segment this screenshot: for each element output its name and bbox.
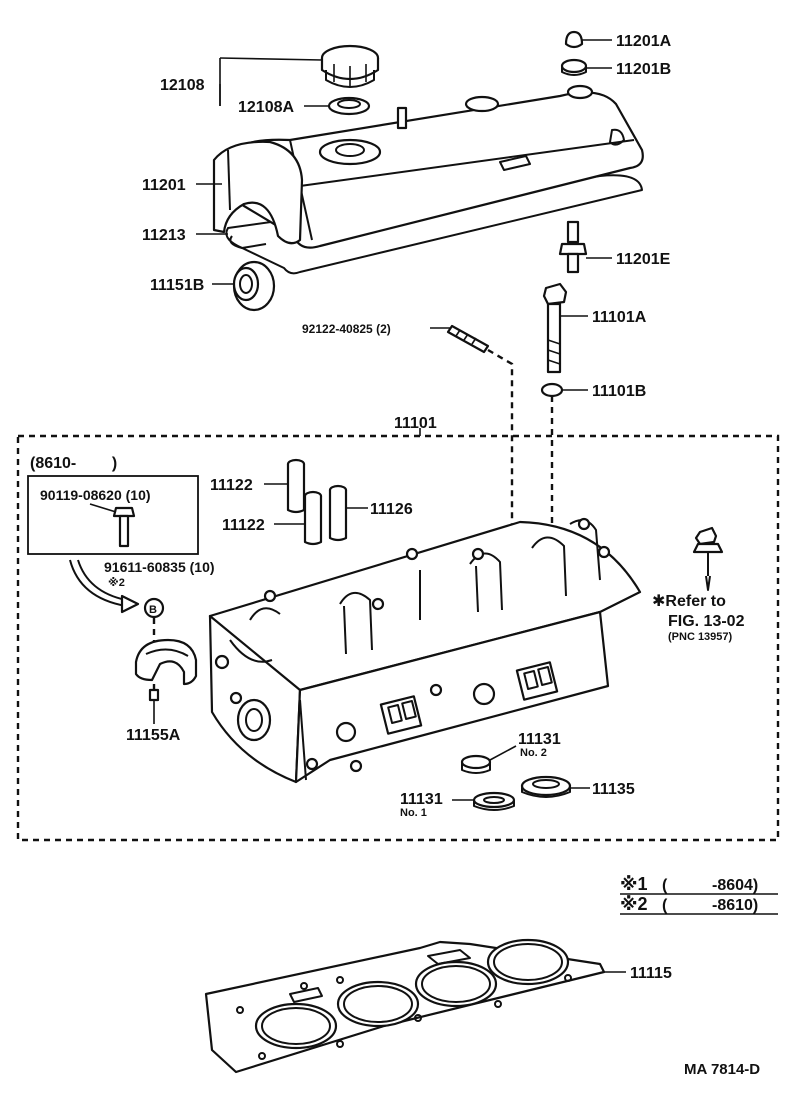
label-92122: 92122-40825 (2)	[302, 322, 391, 336]
bolt-90119	[89, 503, 136, 548]
label-12108: 12108	[160, 77, 205, 94]
svg-text:-8610): -8610)	[712, 897, 758, 914]
oil-filler-cap	[320, 44, 380, 88]
label-11101a: 11101A	[592, 309, 647, 326]
temperature-sender	[692, 526, 724, 591]
cover-grommet-11201b	[560, 58, 612, 76]
valve-guide-lower	[274, 490, 323, 546]
label-11122-lower: 11122	[222, 517, 265, 534]
svg-text:-8604): -8604)	[712, 877, 758, 894]
figure-number: MA 7814-D	[684, 1061, 760, 1078]
svg-text:※2: ※2	[620, 894, 648, 914]
label-11201b: 11201B	[616, 61, 671, 78]
label-12108a: 12108A	[238, 99, 294, 116]
cylinder-head	[208, 517, 642, 784]
label-11201a: 11201A	[616, 33, 672, 50]
label-90119: 90119-08620 (10)	[40, 487, 151, 503]
cylinder-head-cover	[212, 84, 644, 275]
svg-text:(: (	[662, 897, 668, 914]
circle-b-marker: B	[143, 597, 165, 619]
svg-text:(: (	[662, 877, 668, 894]
label-pnc-13957: (PNC 13957)	[668, 631, 733, 643]
svg-text:B: B	[149, 604, 157, 616]
label-11151b: 11151B	[150, 277, 204, 294]
note-1: ※1 ( -8604)	[620, 874, 758, 894]
label-11126: 11126	[370, 501, 413, 518]
cylinder-head-bolt-washer	[540, 382, 588, 398]
inset-box	[27, 475, 199, 555]
valve-guide-11126	[328, 484, 368, 542]
label-11135: 11135	[592, 781, 635, 798]
label-11201e: 11201E	[616, 251, 671, 268]
label-no1: No. 1	[400, 807, 427, 819]
dowel-pin	[148, 688, 160, 702]
valve-stem-seal-11135	[520, 775, 590, 798]
label-11101: 11101	[394, 415, 437, 432]
label-range-8610: (8610- )	[30, 455, 117, 472]
stud-92122	[430, 324, 490, 354]
cylinder-head-sub-assy-box	[16, 434, 780, 842]
camshaft-oil-seal	[212, 260, 276, 312]
label-refer-to: ✱Refer to	[652, 593, 726, 610]
curved-arrow	[69, 559, 140, 614]
label-11201: 11201	[142, 177, 186, 194]
label-no2: No. 2	[520, 747, 547, 759]
note-2: ※2 ( -8610)	[620, 894, 758, 914]
cylinder-head-gasket	[204, 938, 626, 1074]
label-11115: 11115	[630, 965, 672, 982]
valve-spring-seat-no2	[460, 745, 517, 774]
label-fig-13-02: FIG. 13-02	[668, 613, 745, 630]
label-11131-no2: 11131	[518, 731, 561, 748]
assembly-line-stud	[487, 348, 514, 530]
cover-grommet-11201a	[564, 30, 612, 49]
label-11131-no1: 11131	[400, 791, 443, 808]
valve-guide-upper	[264, 458, 306, 514]
label-11155a: 11155A	[126, 727, 181, 744]
label-11101b: 11101B	[592, 383, 646, 400]
label-91611: 91611-60835 (10)	[104, 559, 215, 575]
label-11122-upper: 11122	[210, 477, 253, 494]
label-11213: 11213	[142, 227, 186, 244]
cover-stud-11201e	[558, 220, 612, 274]
leader-12108	[219, 57, 329, 107]
oil-filler-cap-gasket	[327, 96, 371, 116]
camshaft-bearing-cap	[134, 638, 198, 686]
cylinder-head-bolt	[542, 282, 588, 374]
svg-text:※1: ※1	[620, 874, 648, 894]
valve-spring-seat-no1	[452, 791, 516, 811]
label-note2-inset: ※2	[108, 577, 125, 589]
